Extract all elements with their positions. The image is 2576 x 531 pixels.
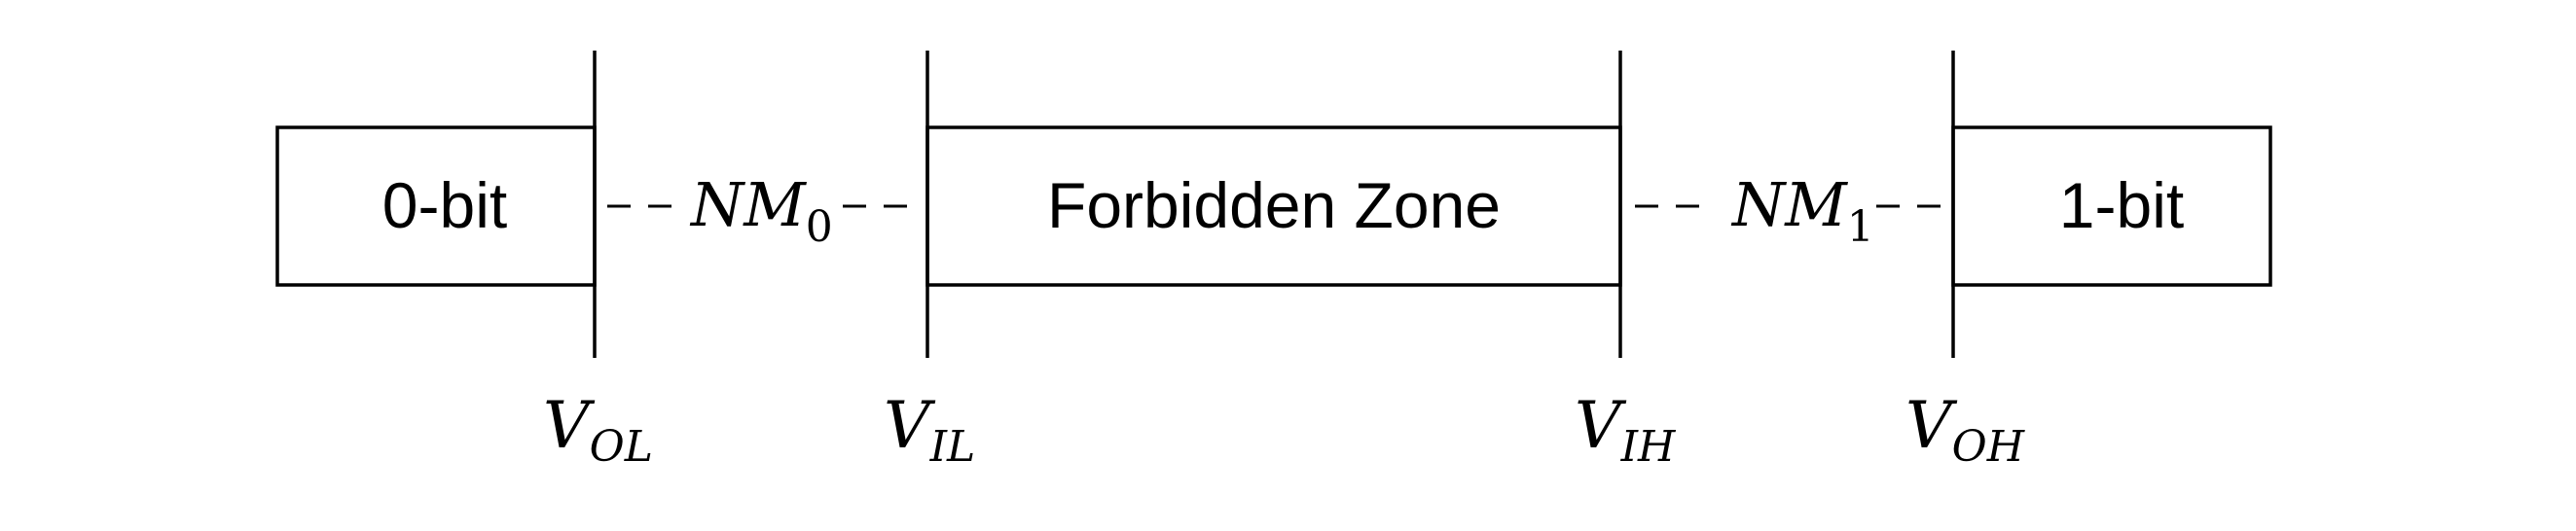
forbidden-zone-box (925, 125, 1622, 287)
zero-bit-box (275, 125, 597, 287)
nm1-subscript: 1 (1847, 202, 1874, 252)
v-il-subscript: IL (929, 422, 976, 472)
nm0-main: NM (689, 169, 807, 240)
v-ol-main: V (543, 388, 596, 463)
one-bit-label: 1-bit (2059, 169, 2184, 241)
v-ih-main: V (1575, 388, 1627, 463)
v-oh-label: VOH (1905, 388, 2026, 472)
nm0-subscript: 0 (806, 202, 833, 252)
one-bit-box (1951, 125, 2272, 287)
v-il-main: V (884, 388, 936, 463)
nm0-label: NM0 (689, 169, 833, 252)
v-oh-subscript: OH (1952, 422, 2026, 472)
nm1-main: NM (1730, 169, 1848, 240)
forbidden-zone-label: Forbidden Zone (1047, 169, 1501, 241)
v-ol-subscript: OL (590, 422, 653, 472)
v-ol-label: VOL (543, 388, 653, 472)
v-oh-main: V (1905, 388, 1958, 463)
v-ih-subscript: IH (1620, 422, 1677, 472)
nm1-label: NM1 (1730, 169, 1874, 252)
v-ih-label: VIH (1575, 388, 1677, 472)
zero-bit-label: 0-bit (382, 169, 507, 241)
v-il-label: VIL (884, 388, 975, 472)
